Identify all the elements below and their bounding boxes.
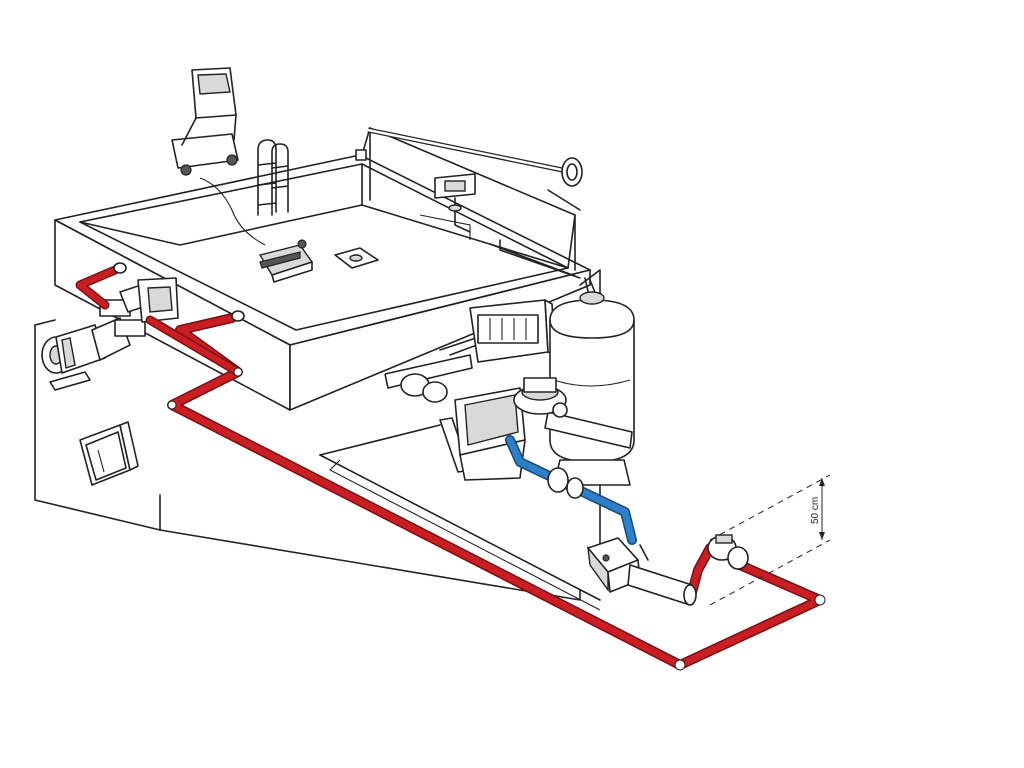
dimension-label: 50 cm (810, 497, 821, 524)
cleaner-hose (199, 177, 266, 246)
height-dimension: 50 cm (709, 474, 831, 606)
return-valve-icon (707, 534, 749, 570)
pool-basin (54, 127, 591, 411)
pool-ladder-icon (257, 139, 289, 216)
multiport-valve-icon (513, 377, 568, 418)
heat-exchanger-icon (587, 537, 697, 606)
electrical-panel-icon (79, 421, 139, 486)
floor-drain-icon (334, 247, 379, 269)
skimmer-icon (434, 173, 476, 233)
robotic-pool-cleaner-icon (258, 239, 314, 283)
sand-filter-icon (549, 291, 635, 486)
cold-water-pipe (505, 435, 637, 545)
return-inlet-icon (113, 262, 245, 322)
filter-pump-icon (400, 373, 526, 481)
counter-current-pump-icon (41, 277, 179, 391)
cover-roller-icon (355, 127, 583, 211)
control-box-icon (469, 299, 556, 363)
pool-cleaner-caddy-icon (171, 67, 239, 176)
